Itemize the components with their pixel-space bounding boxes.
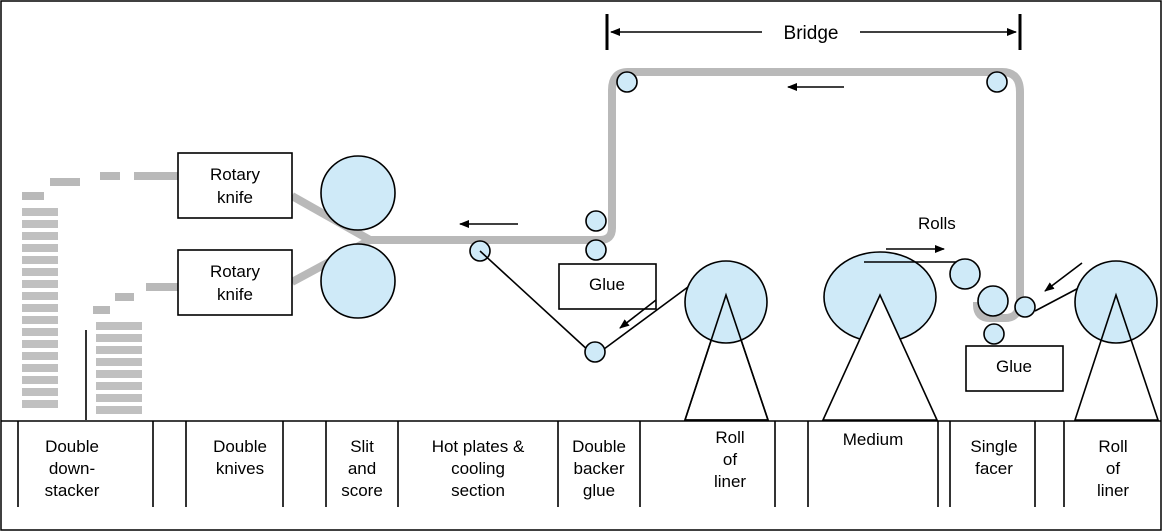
corrugating-roll-lower — [977, 285, 1009, 317]
direction-arrow-double-backer — [619, 299, 657, 329]
section-label-line: Slit — [350, 437, 374, 456]
liner-stand-right — [1073, 292, 1160, 421]
section-label-line: liner — [714, 472, 746, 491]
section-label-line: Double — [213, 437, 267, 456]
section-label-line: of — [723, 450, 737, 469]
liner-web-to-bottom — [479, 250, 591, 353]
section-label-line: Roll — [715, 428, 744, 447]
slitter-roll-bottom — [320, 243, 396, 319]
bridge-roll-right — [986, 71, 1008, 93]
rolls-label: Rolls — [918, 214, 956, 233]
section-label-line: Roll — [1098, 437, 1127, 456]
rotary-knife-bottom-label-1: Rotary — [210, 262, 261, 281]
liner-web-from-roll — [599, 283, 693, 353]
section-label-line: backer — [573, 459, 624, 478]
rotary-knife-top-label-2: knife — [217, 188, 253, 207]
section-label-line: Single — [970, 437, 1017, 456]
section-single-facer: Single facer — [970, 437, 1017, 478]
bridge-roll-left — [616, 71, 638, 93]
liner-pressure-roll — [1014, 296, 1036, 318]
section-label-line: Medium — [843, 430, 903, 449]
glue-box-left — [558, 263, 657, 310]
rotary-knife-top-label-1: Rotary — [210, 165, 261, 184]
liner-roll-right — [1074, 260, 1158, 344]
idler-roll-lower — [585, 239, 607, 261]
medium-stand — [821, 293, 939, 421]
downstacker-stack-left — [22, 208, 58, 408]
section-label-line: section — [451, 481, 505, 500]
glue-right-label: Glue — [996, 357, 1032, 376]
bridge-label: Bridge — [784, 23, 839, 44]
section-label-line: Hot plates & — [432, 437, 525, 456]
section-label-line: stacker — [45, 481, 100, 500]
section-double-backer-glue: Double backer glue — [572, 437, 626, 500]
section-label-line: cooling — [451, 459, 505, 478]
section-roll-of-liner-right: Roll of liner — [1097, 437, 1129, 500]
rotary-knife-bottom-box — [177, 249, 293, 316]
section-label-line: facer — [975, 459, 1013, 478]
slitter-roll-top — [320, 155, 396, 231]
paper-web-path — [973, 68, 1024, 322]
section-label-line: liner — [1097, 481, 1129, 500]
glue-left-label: Glue — [589, 275, 625, 294]
direction-arrow-single-facer — [1044, 262, 1083, 292]
glue-applicator-roll — [983, 323, 1005, 345]
glue-box-right — [965, 345, 1064, 392]
section-medium: Medium — [843, 430, 903, 449]
double-backer-bottom-roll — [584, 341, 606, 363]
section-label-line: Double — [572, 437, 626, 456]
bridge-web-path — [370, 68, 1002, 244]
section-double-downstacker: Double down- stacker — [45, 437, 100, 500]
section-label-line: score — [341, 481, 383, 500]
liner-stand-left-outline — [683, 292, 770, 421]
section-slit-and-score: Slit and score — [341, 437, 383, 500]
section-label-line: glue — [583, 481, 615, 500]
section-label-line: down- — [49, 459, 95, 478]
corrugating-roll-upper — [949, 258, 981, 290]
section-label-line: Double — [45, 437, 99, 456]
rotary-knife-bottom-label-2: knife — [217, 285, 253, 304]
section-double-knives: Double knives — [213, 437, 267, 478]
downstacker-stack-right — [96, 322, 142, 414]
section-label-line: knives — [216, 459, 264, 478]
section-label-line: of — [1106, 459, 1120, 478]
idler-roll-upper — [585, 210, 607, 232]
rotary-knife-top-box — [177, 152, 293, 219]
section-roll-of-liner-left: Roll of liner — [714, 428, 746, 491]
liner-roll-left — [684, 260, 768, 344]
section-label-line: and — [348, 459, 376, 478]
section-hot-plates: Hot plates & cooling section — [432, 437, 525, 500]
